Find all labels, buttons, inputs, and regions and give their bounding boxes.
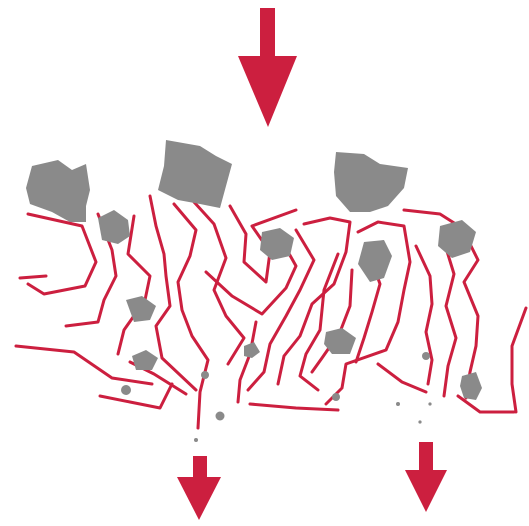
particles xyxy=(26,140,482,442)
outflow-arrow-right xyxy=(405,442,447,512)
fiber xyxy=(416,246,432,384)
particle-large xyxy=(158,140,232,208)
particle-medium xyxy=(260,228,294,260)
particle-fine xyxy=(418,420,421,423)
fiber xyxy=(100,384,172,408)
fiber xyxy=(150,196,196,390)
particle-large xyxy=(26,160,90,222)
fiber xyxy=(512,308,526,412)
particle-small xyxy=(216,412,225,421)
inflow-arrow xyxy=(238,8,297,127)
fiber xyxy=(444,248,456,396)
particle-small xyxy=(460,372,482,400)
fiber xyxy=(174,204,208,428)
fiber xyxy=(378,364,426,392)
fiber xyxy=(20,276,46,278)
particle-fine xyxy=(396,402,400,406)
particle-medium xyxy=(438,220,476,258)
particle-small xyxy=(121,385,131,395)
particle-small xyxy=(422,352,430,360)
particle-small xyxy=(244,342,260,358)
outflow-arrow-left xyxy=(177,456,221,520)
particle-small xyxy=(332,393,340,401)
particle-fine xyxy=(194,438,198,442)
particle-large xyxy=(334,152,408,212)
fiber xyxy=(28,214,96,294)
fiber xyxy=(16,346,152,384)
particle-small xyxy=(132,350,158,370)
particle-small xyxy=(201,371,209,379)
particle-fine xyxy=(428,402,431,405)
particle-medium xyxy=(358,240,392,282)
particle-medium xyxy=(98,210,130,244)
